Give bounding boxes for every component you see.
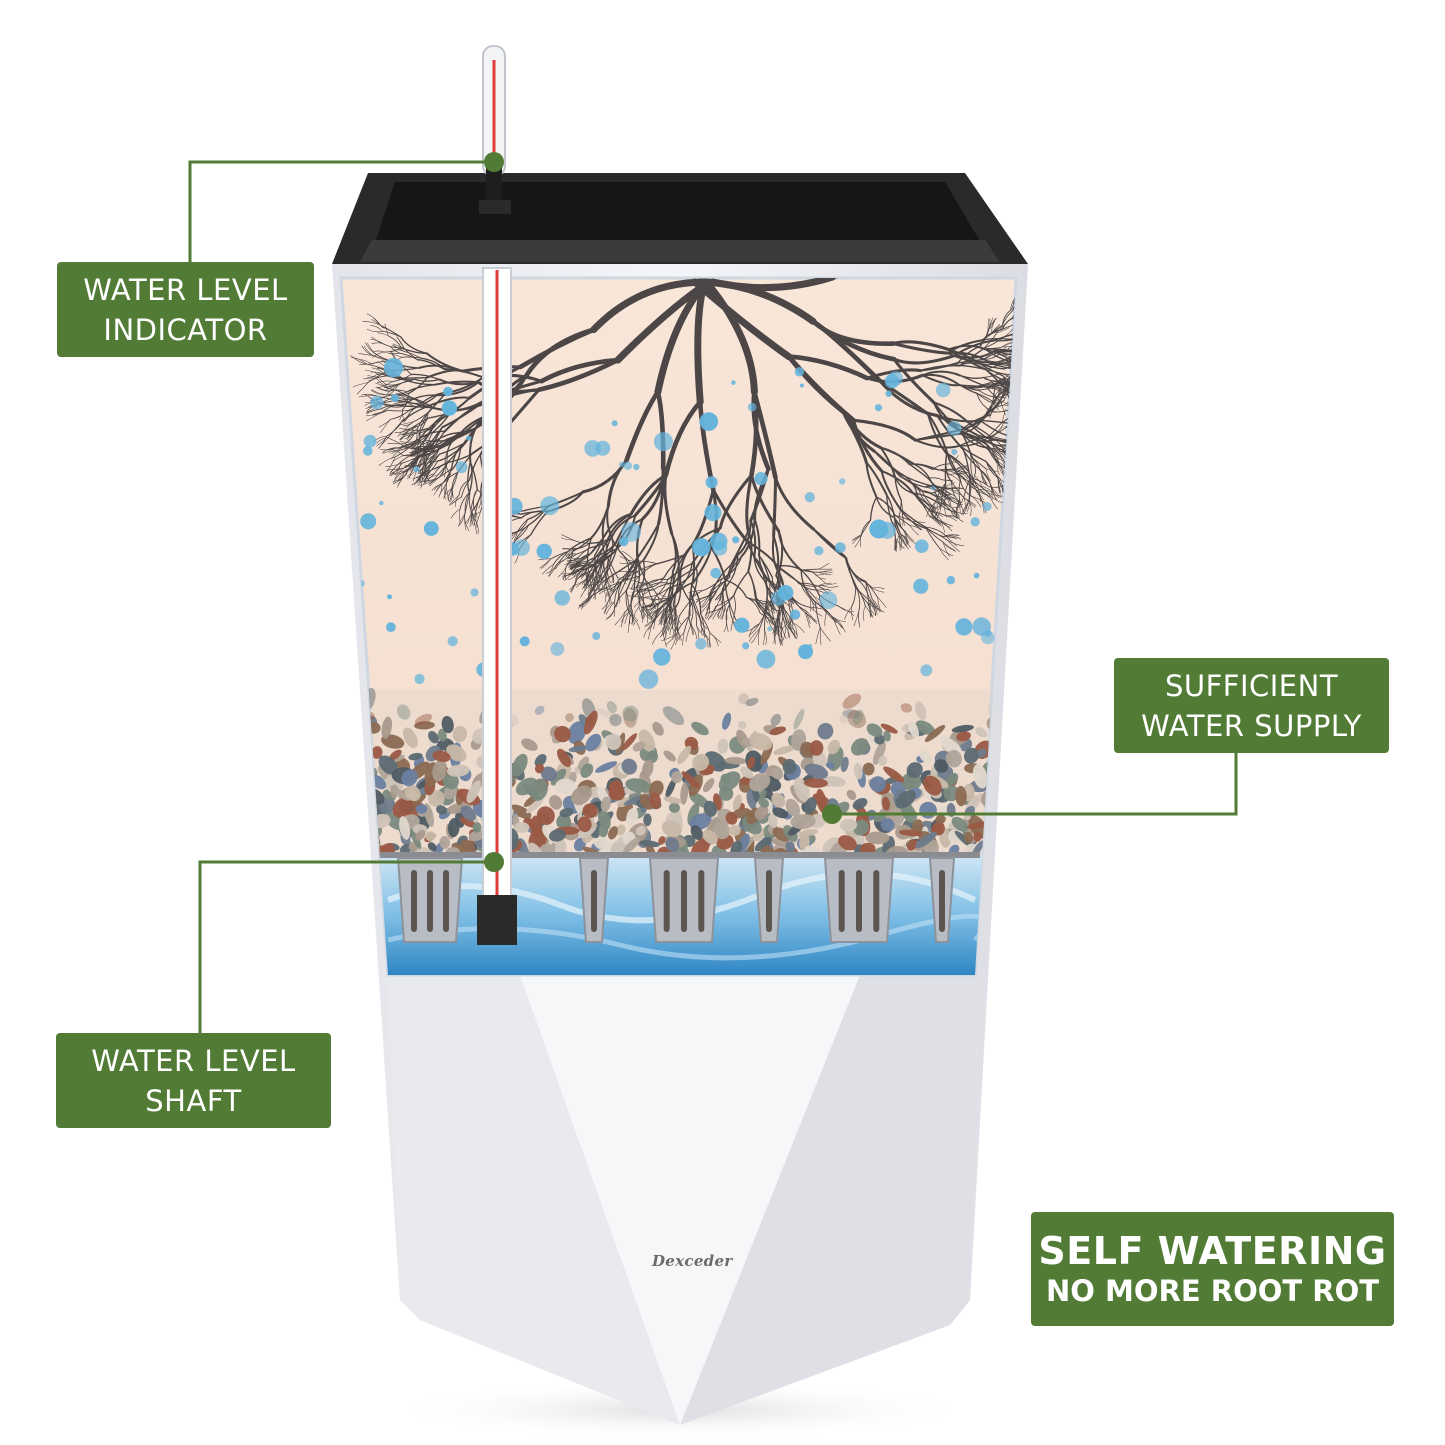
pot-facet-center [520, 975, 860, 1425]
promo-subline: NO MORE ROOT ROT [1045, 1274, 1380, 1308]
shaft-float [477, 895, 517, 945]
pot-opening [370, 182, 990, 258]
self-watering-promo: SELF WATERING NO MORE ROOT ROT [1031, 1212, 1394, 1326]
brand-logo: Dexceder [652, 1252, 733, 1270]
label-line: WATER LEVEL [83, 272, 288, 307]
sufficient-water-supply-label: SUFFICIENT WATER SUPPLY [1114, 658, 1389, 753]
inner-ledge [360, 240, 1000, 262]
pot-facet-left [388, 975, 680, 1425]
label-line: WATER LEVEL [91, 1043, 296, 1078]
promo-headline: SELF WATERING [1038, 1229, 1387, 1273]
wick-basket-icon [396, 857, 956, 943]
label-line: SUFFICIENT [1164, 668, 1339, 703]
label-line: WATER SUPPLY [1141, 708, 1362, 743]
water-level-shaft-label: WATER LEVEL SHAFT [56, 1033, 331, 1128]
label-line: SHAFT [145, 1083, 242, 1118]
label-line: INDICATOR [103, 312, 268, 347]
water-level-indicator-label: WATER LEVEL INDICATOR [57, 262, 314, 357]
indicator-callout-dot [484, 152, 504, 172]
shaft-callout-dot [484, 852, 504, 872]
supply-callout-dot [822, 804, 842, 824]
pot-facet-right [680, 975, 975, 1425]
water-level-gauge-icon [479, 45, 511, 214]
leader-lines [188, 160, 1238, 1034]
